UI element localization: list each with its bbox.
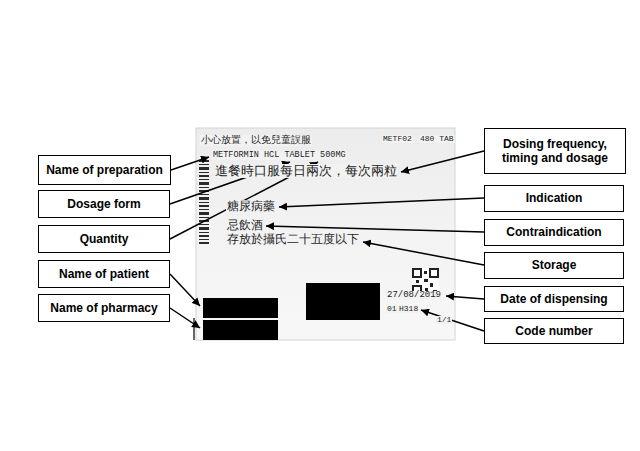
callout-box: Quantity	[38, 225, 170, 253]
barcode-bar	[199, 235, 209, 237]
paper-edge-mark	[193, 318, 195, 340]
label-text: 01	[386, 305, 398, 313]
barcode-bar	[199, 164, 209, 165]
barcode-bar	[199, 182, 209, 185]
callout-text: Indication	[526, 191, 583, 205]
callout-box: Code number	[484, 318, 624, 344]
label-text: 糖尿病藥	[226, 200, 276, 213]
leader-arrow	[363, 242, 484, 265]
callout-text: Code number	[515, 324, 592, 338]
callout-text: Name of patient	[59, 267, 149, 281]
callout-text: Dosing frequency, timing and dosage	[491, 137, 619, 166]
barcode-bar	[199, 197, 209, 200]
barcode-bar	[199, 205, 209, 207]
label-text: 小心放置，以免兒童誤服	[200, 135, 312, 146]
callout-box: Dosage form	[38, 190, 170, 218]
leader-arrow	[401, 151, 484, 172]
barcode-bar	[199, 224, 209, 225]
label-text: 存放於攝氏二十五度以下	[226, 233, 360, 246]
callout-box: Storage	[484, 252, 624, 279]
qr-module	[416, 280, 419, 283]
callout-text: Dosage form	[67, 197, 140, 211]
barcode-bar	[199, 212, 209, 215]
label-text: 1/1	[436, 316, 452, 324]
barcode-bar	[199, 179, 209, 180]
callout-text: Name of preparation	[46, 163, 163, 177]
callout-text: Storage	[532, 258, 577, 272]
label-text: 忌飲酒	[226, 219, 264, 232]
barcode-bar	[199, 217, 209, 218]
callout-box: Contraindication	[484, 219, 624, 246]
redaction-block	[306, 283, 380, 320]
barcode-bar	[199, 232, 209, 233]
callout-box: Indication	[484, 185, 624, 212]
label-text: METFORMIN HCL TABLET 500MG	[212, 151, 347, 160]
leader-arrow	[170, 308, 200, 328]
leader-arrow	[421, 310, 484, 331]
callout-text: Contraindication	[506, 225, 601, 239]
callout-text: Date of dispensing	[500, 292, 607, 306]
barcode-bar	[199, 202, 209, 203]
barcode	[199, 160, 209, 244]
label-text: 進餐時口服每日兩次，每次兩粒	[214, 164, 398, 178]
label-text: H318	[398, 305, 419, 313]
callout-box: Name of patient	[38, 260, 170, 288]
callout-box: Date of dispensing	[484, 286, 624, 312]
callout-text: Name of pharmacy	[50, 301, 157, 315]
label-text: METF02	[382, 135, 413, 143]
callout-box: Dosing frequency, timing and dosage	[484, 128, 626, 174]
leader-arrow	[279, 198, 484, 207]
leader-arrow	[446, 296, 484, 299]
barcode-bar	[199, 242, 209, 244]
callout-text: Quantity	[80, 232, 129, 246]
barcode-bar	[199, 167, 209, 170]
barcode-bar	[199, 239, 209, 240]
callout-box: Name of pharmacy	[38, 294, 170, 322]
qr-module	[430, 283, 433, 287]
label-text: 27/08/2019	[386, 291, 442, 300]
leader-arrow	[171, 157, 209, 170]
barcode-bar	[199, 227, 209, 230]
barcode-bar	[199, 194, 209, 195]
leader-arrow	[266, 226, 484, 232]
barcode-bar	[199, 187, 209, 188]
qr-finder	[430, 269, 438, 277]
callout-box: Name of preparation	[38, 155, 171, 185]
qr-finder	[413, 269, 421, 277]
barcode-bar	[199, 175, 209, 177]
qr-module	[424, 271, 427, 274]
barcode-bar	[199, 209, 209, 210]
redaction-block	[203, 298, 278, 318]
leader-arrow	[170, 274, 200, 306]
label-text: 480 TAB	[419, 135, 455, 143]
qr-module	[424, 279, 428, 282]
label-paper	[196, 128, 455, 340]
redaction-block	[203, 320, 278, 340]
barcode-bar	[199, 172, 209, 173]
